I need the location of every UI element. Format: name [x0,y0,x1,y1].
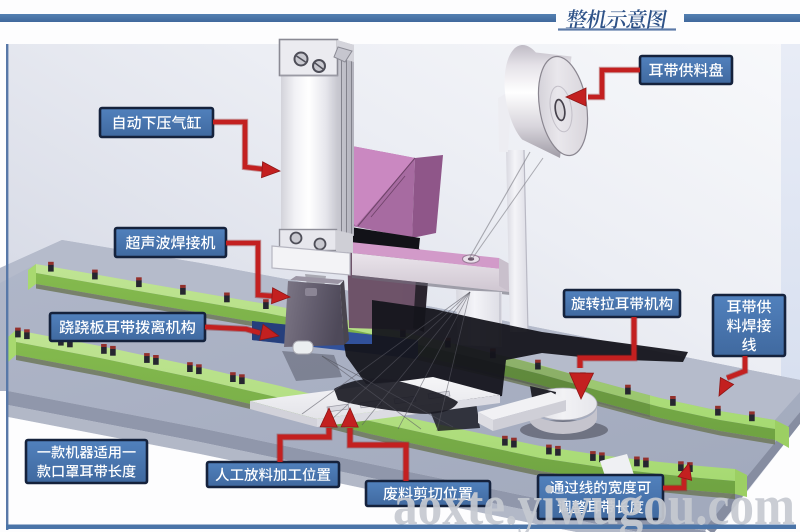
svg-text:aoxte.yiwugou.com: aoxte.yiwugou.com [393,475,795,532]
